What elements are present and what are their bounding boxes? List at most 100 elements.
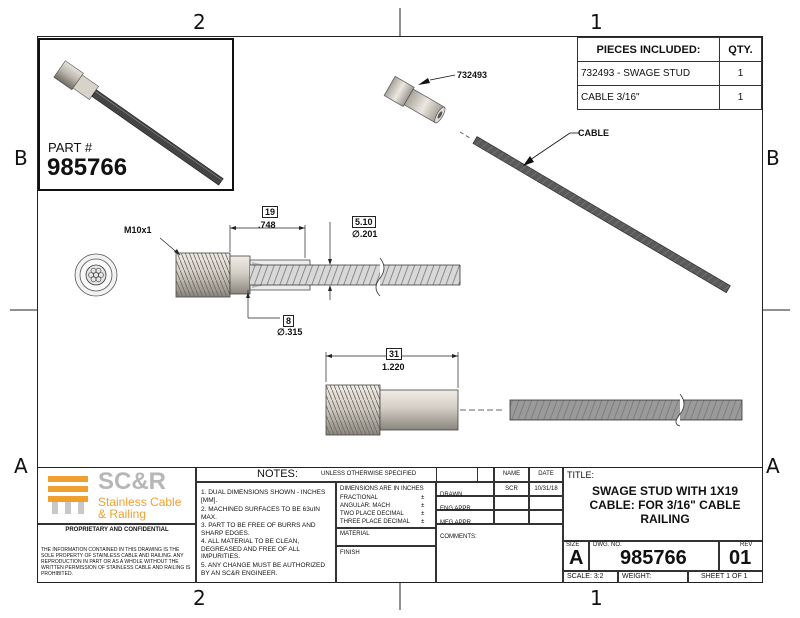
title-section: TITLE: SWAGE STUD WITH 1X19 CABLE: FOR 3… [563,468,762,541]
pieces-table: PIECES INCLUDED: QTY. 732493 - SWAGE STU… [577,37,762,110]
piece-qty: 1 [719,61,762,86]
proprietary-title: PROPRIETARY AND CONFIDENTIAL [65,527,169,533]
notes-header: NOTES: UNLESS OTHERWISE SPECIFIED [196,468,478,482]
title-label: TITLE: [567,470,595,480]
tol-val: ± [421,495,425,501]
zone-bottom-1: 1 [590,586,603,610]
appr-mfg: MFG APPR. [436,510,494,526]
dwg-number: 985766 [620,547,687,569]
finish-block: FINISH [336,546,436,583]
cable-callout: CABLE [578,128,609,138]
appr-drawn-name: SCR [494,482,529,496]
dims-title: DIMENSIONS ARE IN INCHES [340,486,424,492]
finish-label: FINISH [340,550,360,556]
notes-subtitle: UNLESS OTHERWISE SPECIFIED [321,471,417,477]
tol-val: ± [421,503,425,509]
material-block: MATERIAL [336,528,436,546]
appr-eng: ENG APPR. [436,496,494,512]
dim-8-mm: 8 [283,315,295,327]
drawing-title: SWAGE STUD WITH 1X19 CABLE: FOR 3/16" CA… [589,484,741,526]
end-view [74,253,118,297]
section-side-view [175,252,461,298]
notes-body: 1. DUAL DIMENSIONS SHOWN - INCHES [MM]. … [196,482,336,583]
zone-right-b: B [766,146,780,170]
table-row: 732493 - SWAGE STUD 1 [577,61,762,86]
dim-5-10-in: ∅.201 [352,229,378,239]
zone-left-b: B [14,146,28,170]
elevation-view [325,384,743,436]
dwg-cell: DWG. NO. 985766 [589,541,719,571]
rev-cell: REV 01 [719,541,762,571]
scale-value: SCALE: 3:2 [567,573,604,580]
piece-name: 732493 - SWAGE STUD [577,61,720,86]
proprietary-body: THE INFORMATION CONTAINED IN THIS DRAWIN… [41,547,191,577]
note-item: 1. DUAL DIMENSIONS SHOWN - INCHES [MM]. [201,489,326,504]
dwg-label: DWG. NO. [593,542,622,548]
iso-swage-stud [383,75,446,124]
part-label: PART # [48,140,93,155]
appr-mfg-name [494,510,529,524]
comments-label: COMMENTS: [440,534,477,540]
tol-label: TWO PLACE DECIMAL [340,511,404,517]
scale-cell: SCALE: 3:2 [563,571,618,583]
appr-blank-hdr [436,468,494,482]
appr-mfg-date [529,510,563,524]
appr-date-hdr: DATE [529,468,563,482]
appr-drawn-date: 10/31/18 [529,482,563,496]
appr-drawn: DRAWN [436,482,494,498]
rev-value: 01 [729,547,752,569]
tolerance-block: DIMENSIONS ARE IN INCHES FRACTIONAL ± AN… [336,482,436,528]
tol-val: ± [421,519,425,525]
note-item: 2. MACHINED SURFACES TO BE 63uIN MAX. [201,506,320,521]
note-item: 5. ANY CHANGE MUST BE AUTHORIZED BY AN S… [201,562,326,577]
comments-block: COMMENTS: [436,524,563,583]
logo-line2: & Railing [98,507,147,521]
appr-eng-name [494,496,529,510]
tol-label: ANGULAR: MACH [340,503,391,509]
proprietary-block: PROPRIETARY AND CONFIDENTIAL THE INFORMA… [38,524,196,583]
iso-cable [472,136,731,294]
mfg-label: MFG APPR. [440,520,473,526]
size-cell: SIZE A [563,541,589,571]
piece-qty: 1 [719,85,762,110]
logo-mark: SC&R [98,468,167,495]
note-item: 4. ALL MATERIAL TO BE CLEAN, DEGREASED A… [201,538,300,560]
eng-label: ENG APPR. [440,506,473,512]
stud-callout: 732493 [457,70,488,80]
name-header: NAME [502,471,521,477]
logo-line1: Stainless Cable [98,495,182,509]
dim-19-mm: 19 [262,206,279,218]
dim-8-in: ∅.315 [277,327,303,337]
zone-right-a: A [766,454,780,478]
zone-bottom-2: 2 [193,586,206,610]
size-value: A [569,547,584,569]
logo-block: SC&R Stainless Cable & Railing [38,468,196,524]
part-number: 985766 [47,154,128,181]
notes-title: NOTES: [257,468,298,480]
sheet-value: SHEET 1 OF 1 [701,573,748,580]
title-block: SC&R Stainless Cable & Railing PROPRIETA… [38,467,762,583]
appr-eng-date [529,496,563,510]
zone-top-2: 2 [193,10,206,34]
tol-val: ± [421,511,425,517]
part-preview-image [53,60,224,186]
rev-label: REV [740,542,753,548]
dim-5-10-mm: 5.10 [352,216,376,228]
part-number-box: PART # 985766 [38,38,234,191]
tol-label: THREE PLACE DECIMAL [340,519,411,525]
size-label: SIZE [566,542,580,548]
dim-19-in: .748 [258,220,276,230]
zone-top-1: 1 [590,10,603,34]
date-header: DATE [538,471,554,477]
drawn-date: 10/31/18 [534,486,558,492]
logo-mark-icon [48,476,88,514]
thread-callout: M10x1 [124,225,152,235]
dim-31-in: 1.220 [382,362,405,372]
table-row: CABLE 3/16" 1 [577,85,762,110]
sheet-cell: SHEET 1 OF 1 [688,571,762,583]
piece-name: CABLE 3/16" [577,85,720,110]
material-label: MATERIAL [340,531,370,537]
zone-left-a: A [14,454,28,478]
tol-label: FRACTIONAL [340,495,379,501]
